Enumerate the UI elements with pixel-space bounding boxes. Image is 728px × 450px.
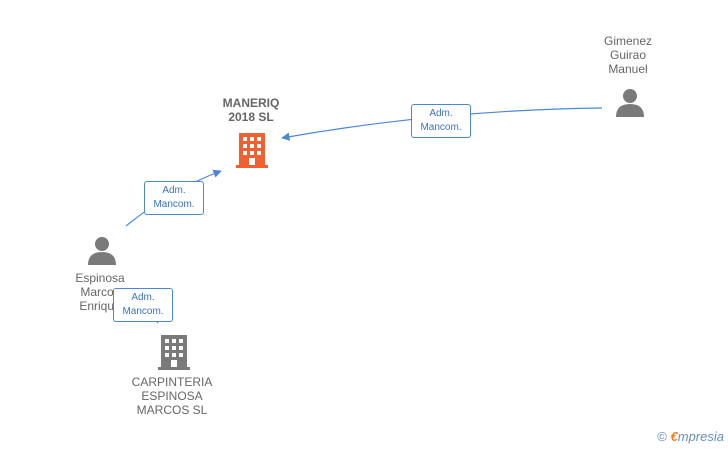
gimenez-label-line2: Guirao (609, 48, 647, 62)
maneriq-label-line1: MANERIQ (222, 96, 280, 110)
carpinteria-label-line3: MARCOS SL (136, 403, 208, 417)
empresia-logo: © €mpresia (657, 429, 724, 444)
brand-initial: € (670, 429, 678, 444)
copyright-symbol: © (657, 429, 667, 444)
building-icon[interactable] (236, 132, 268, 168)
building-icon[interactable] (158, 334, 190, 370)
gimenez-label-line1: Gimenez (603, 34, 653, 48)
edge-label-line2: Mancom. (122, 306, 164, 317)
edge-label-line1: Adm. (131, 292, 155, 303)
carpinteria-label: CARPINTERIA ESPINOSA MARCOS SL (112, 375, 232, 417)
edge-label-espinosa-carpinteria-role[interactable]: Adm. Mancom. (113, 288, 173, 322)
person-icon[interactable] (86, 236, 118, 266)
edge-label-line1: Adm. (162, 185, 186, 196)
espinosa-label-line1: Espinosa (75, 271, 125, 285)
person-icon[interactable] (614, 88, 646, 118)
espinosa-label-line3: Enrique (79, 299, 121, 313)
edge-label-line2: Mancom. (420, 122, 462, 133)
maneriq-label-line2: 2018 SL (228, 110, 274, 124)
brand-name: mpresia (677, 429, 724, 444)
espinosa-label-line2: Marcos (80, 285, 120, 299)
edge-label-line2: Mancom. (153, 199, 195, 210)
gimenez-label-line3: Manuel (608, 62, 648, 76)
carpinteria-label-line2: ESPINOSA (141, 389, 203, 403)
gimenez-label: Gimenez Guirao Manuel (588, 34, 668, 76)
maneriq-label: MANERIQ 2018 SL (210, 96, 292, 124)
edge-label-espinosa-maneriq-role[interactable]: Adm. Mancom. (144, 181, 204, 215)
carpinteria-label-line1: CARPINTERIA (131, 375, 213, 389)
espinosa-label: Espinosa Marcos Enrique (60, 271, 140, 313)
edge-label-line1: Adm. (429, 108, 453, 119)
edge-label-gimenez-role[interactable]: Adm. Mancom. (411, 104, 471, 138)
